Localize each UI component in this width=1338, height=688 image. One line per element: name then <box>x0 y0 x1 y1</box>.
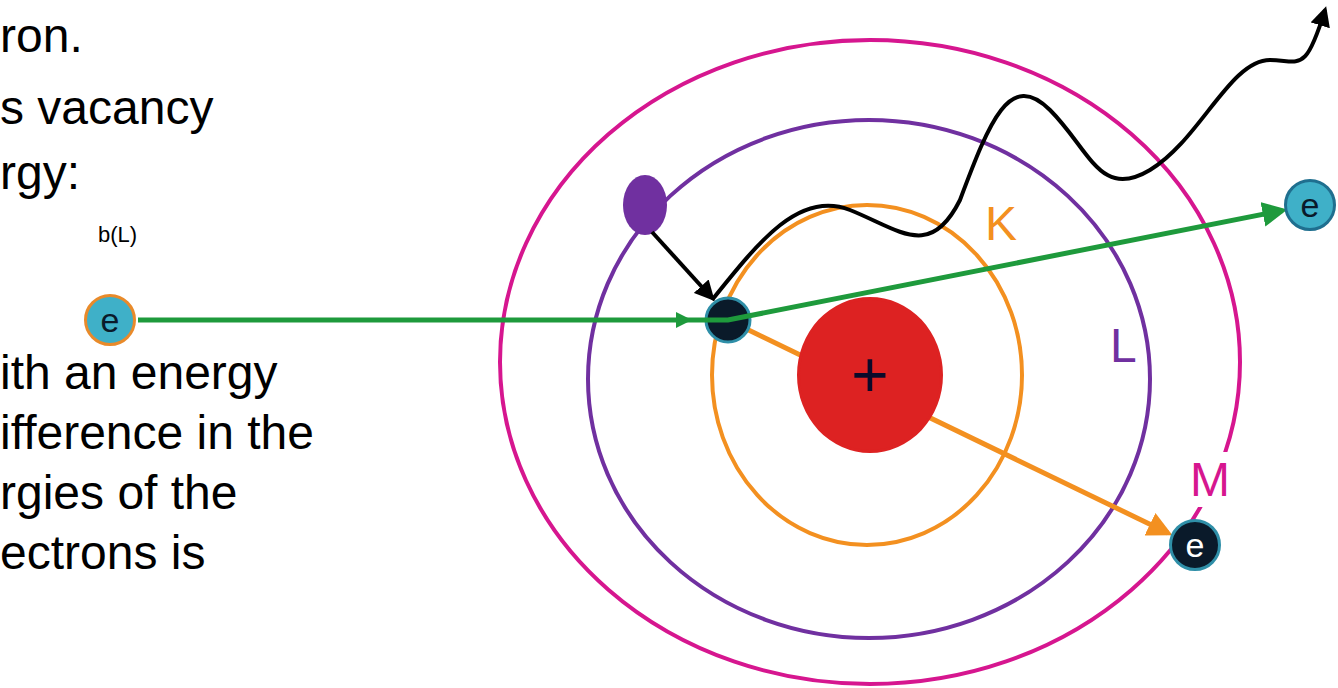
photon-wave <box>712 10 1325 300</box>
slide-text: s vacancy <box>0 80 213 135</box>
slide-text: rgies of the <box>0 465 237 520</box>
nucleus: + <box>797 297 943 453</box>
scattered-electron: e <box>1284 179 1336 231</box>
incident-electron: e <box>84 294 136 346</box>
k-shell <box>712 205 1022 545</box>
slide-text: b(L) <box>98 222 137 247</box>
slide-text: ifference in the <box>0 405 314 460</box>
ejected-electron: e <box>1169 519 1221 571</box>
shell-label: K <box>983 196 1019 251</box>
transition-arrow <box>652 232 712 298</box>
node-text: e <box>1186 528 1205 562</box>
node-text: + <box>851 343 888 407</box>
node-text: e <box>1301 188 1320 222</box>
shell-label: M <box>1188 452 1232 507</box>
l-shell-electron <box>623 175 667 235</box>
electron-path <box>138 210 1283 320</box>
slide-text: ectrons is <box>0 525 205 580</box>
slide-text: ron. <box>0 8 83 63</box>
node-text: e <box>101 303 120 337</box>
slide-text: rgy: <box>0 145 80 200</box>
slide-text: ith an energy <box>0 345 278 400</box>
ejected-electron-track <box>728 320 1168 533</box>
l-shell <box>588 120 1150 638</box>
shell-label: L <box>1108 318 1139 373</box>
m-shell <box>500 40 1240 684</box>
